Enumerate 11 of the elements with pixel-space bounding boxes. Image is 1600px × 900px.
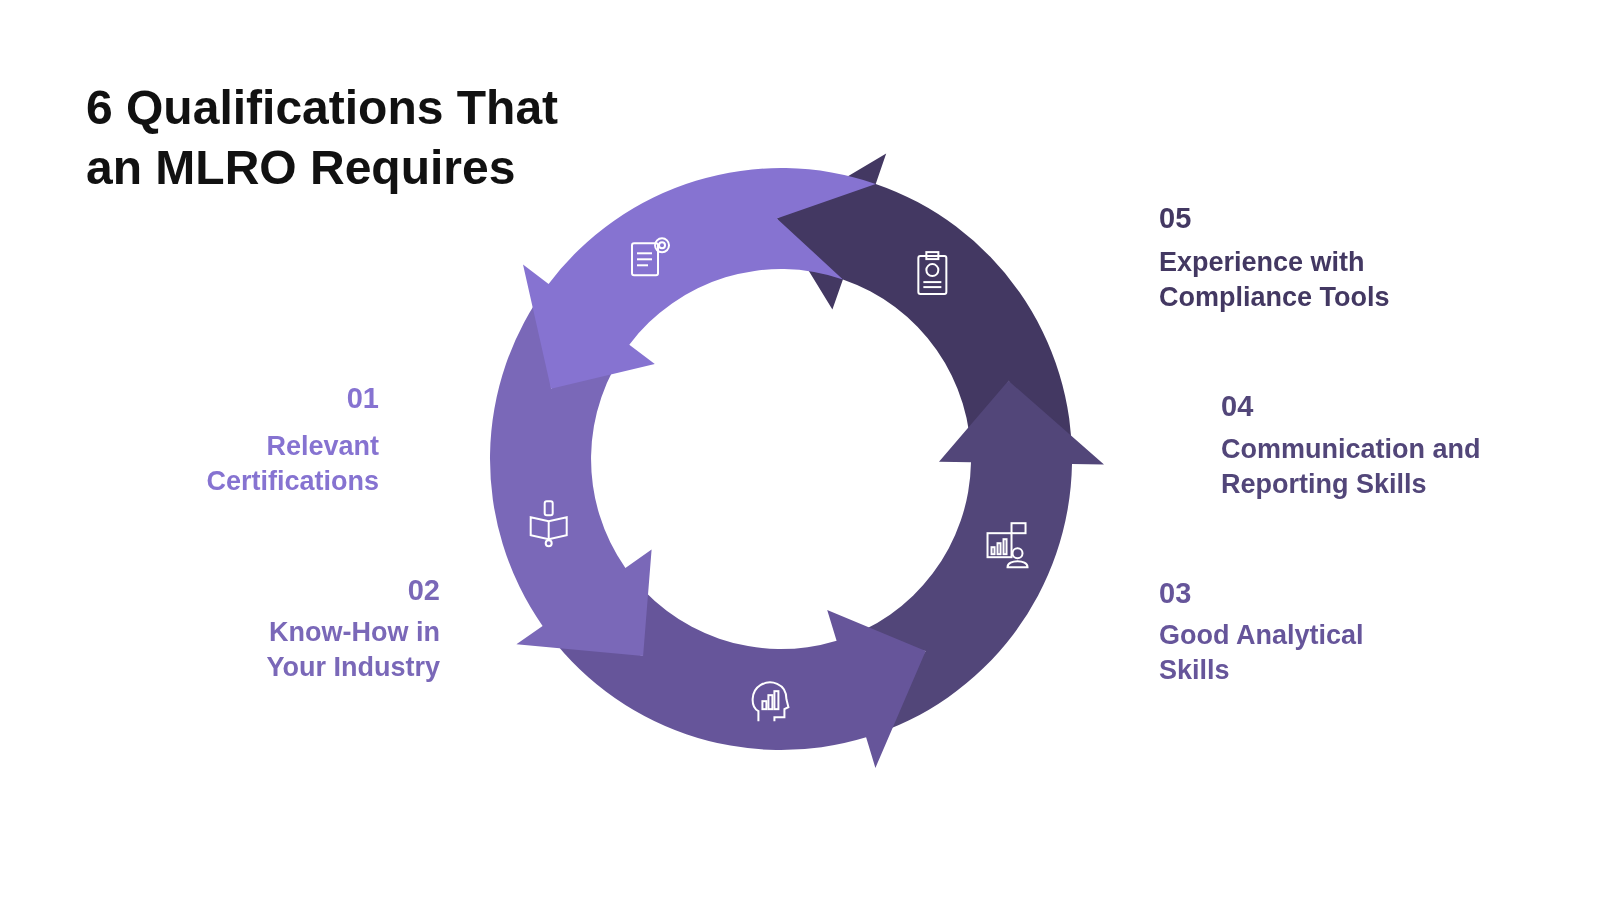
step-number: 04 — [1221, 389, 1254, 424]
step-label: Relevant Certifications — [205, 430, 379, 499]
step-label: Know-How in Your Industry — [265, 616, 440, 685]
step-number: 02 — [407, 573, 440, 608]
step-number: 03 — [1159, 576, 1192, 611]
step-label: Communication and Reporting Skills — [1221, 433, 1482, 502]
title: 6 Qualifications That an MLRO Requires — [86, 80, 560, 196]
step-label: Experience with Compliance Tools — [1159, 246, 1391, 315]
step-number: 05 — [1159, 201, 1192, 236]
step-number: 01 — [346, 381, 379, 416]
step-label: Good Analytical Skills — [1159, 619, 1365, 688]
